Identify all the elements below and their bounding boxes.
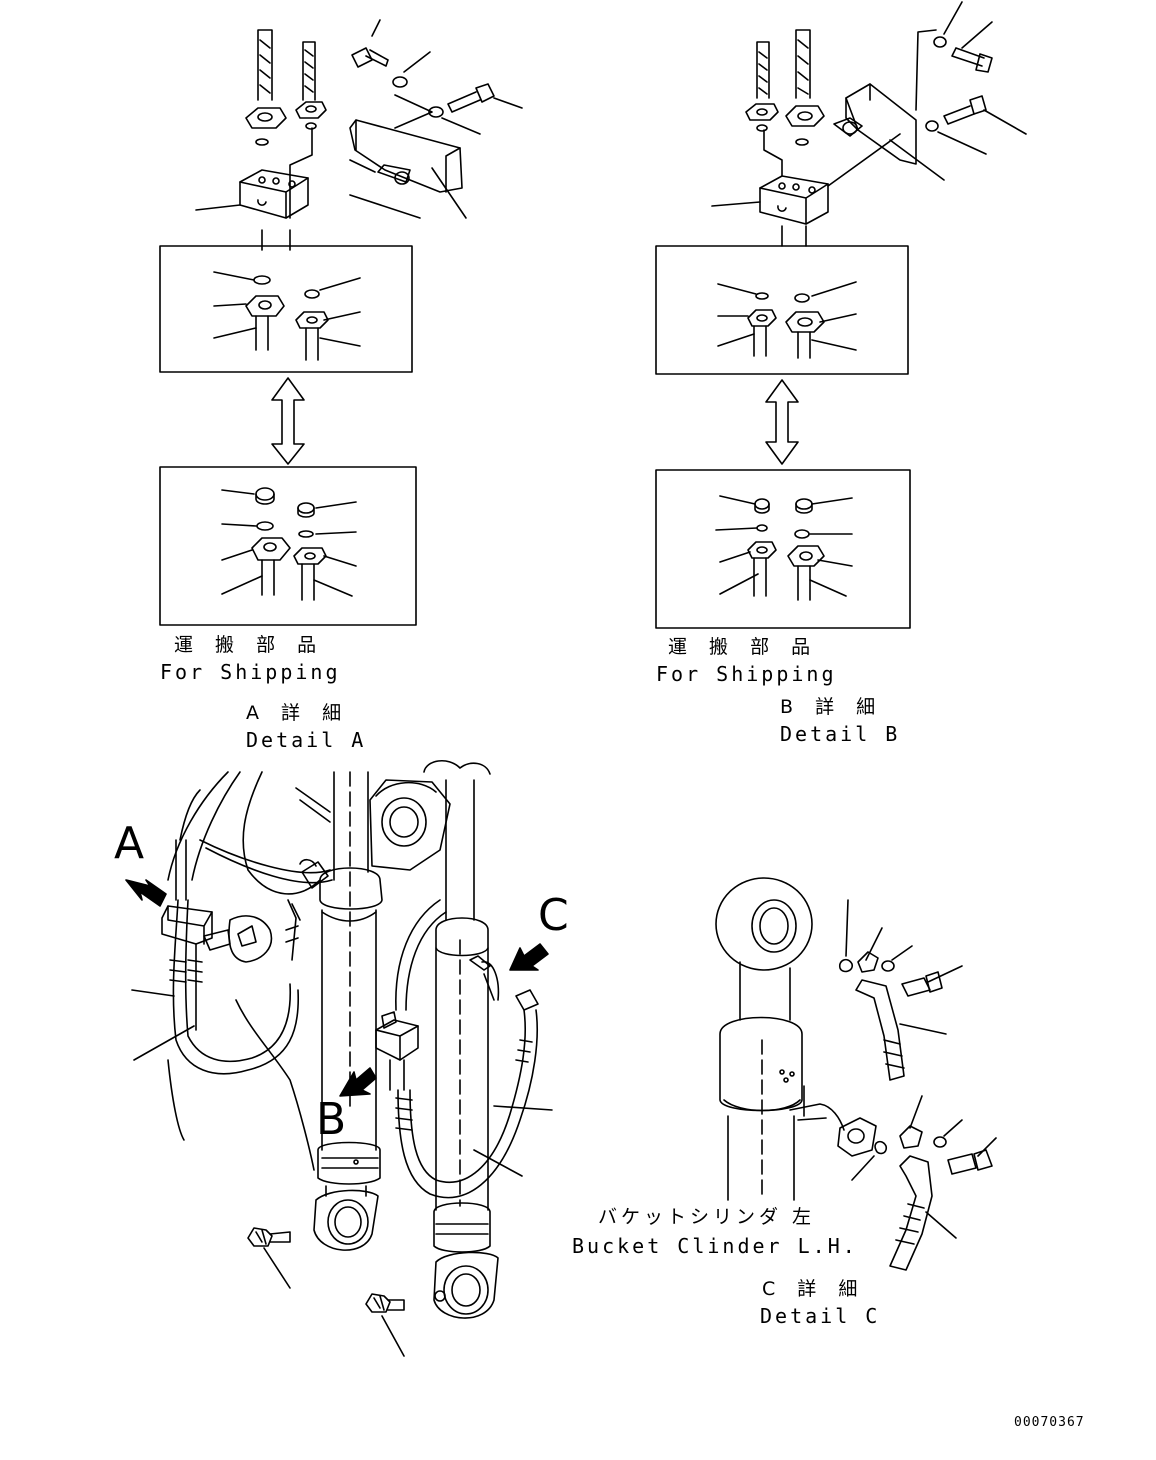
detail-c-title-en: Detail C [760,1304,881,1328]
detail-a-shipping-jp: 運 搬 部 品 [174,634,325,656]
detail-b-drawing [655,1,1027,629]
detail-a-title-en: Detail A [246,728,367,752]
detail-b-shipping-jp: 運 搬 部 品 [668,636,819,658]
arrow-c [509,943,549,971]
detail-c-cylinder-jp: バケットシリンダ 左 [598,1206,816,1228]
callout-a-label: A [114,818,145,869]
detail-c-title-jp: C 詳 細 [762,1278,866,1300]
arrow-a [125,879,167,907]
callout-c-label: C [538,890,569,941]
main-assembly-drawing [131,760,553,1357]
detail-b-title-jp: B 詳 細 [780,696,884,718]
detail-c-cylinder-en: Bucket Clinder L.H. [572,1234,858,1258]
detail-b-shipping-en: For Shipping [656,662,837,686]
detail-a-shipping-en: For Shipping [160,660,341,684]
drawing-code: 00070367 [1014,1415,1085,1430]
detail-b-title-en: Detail B [780,722,901,746]
callout-b-label: B [316,1094,347,1145]
detail-a-title-jp: A 詳 細 [246,702,350,724]
detail-a-drawing [159,19,523,626]
arrow-b [339,1067,377,1097]
detail-c-drawing [715,877,997,1271]
